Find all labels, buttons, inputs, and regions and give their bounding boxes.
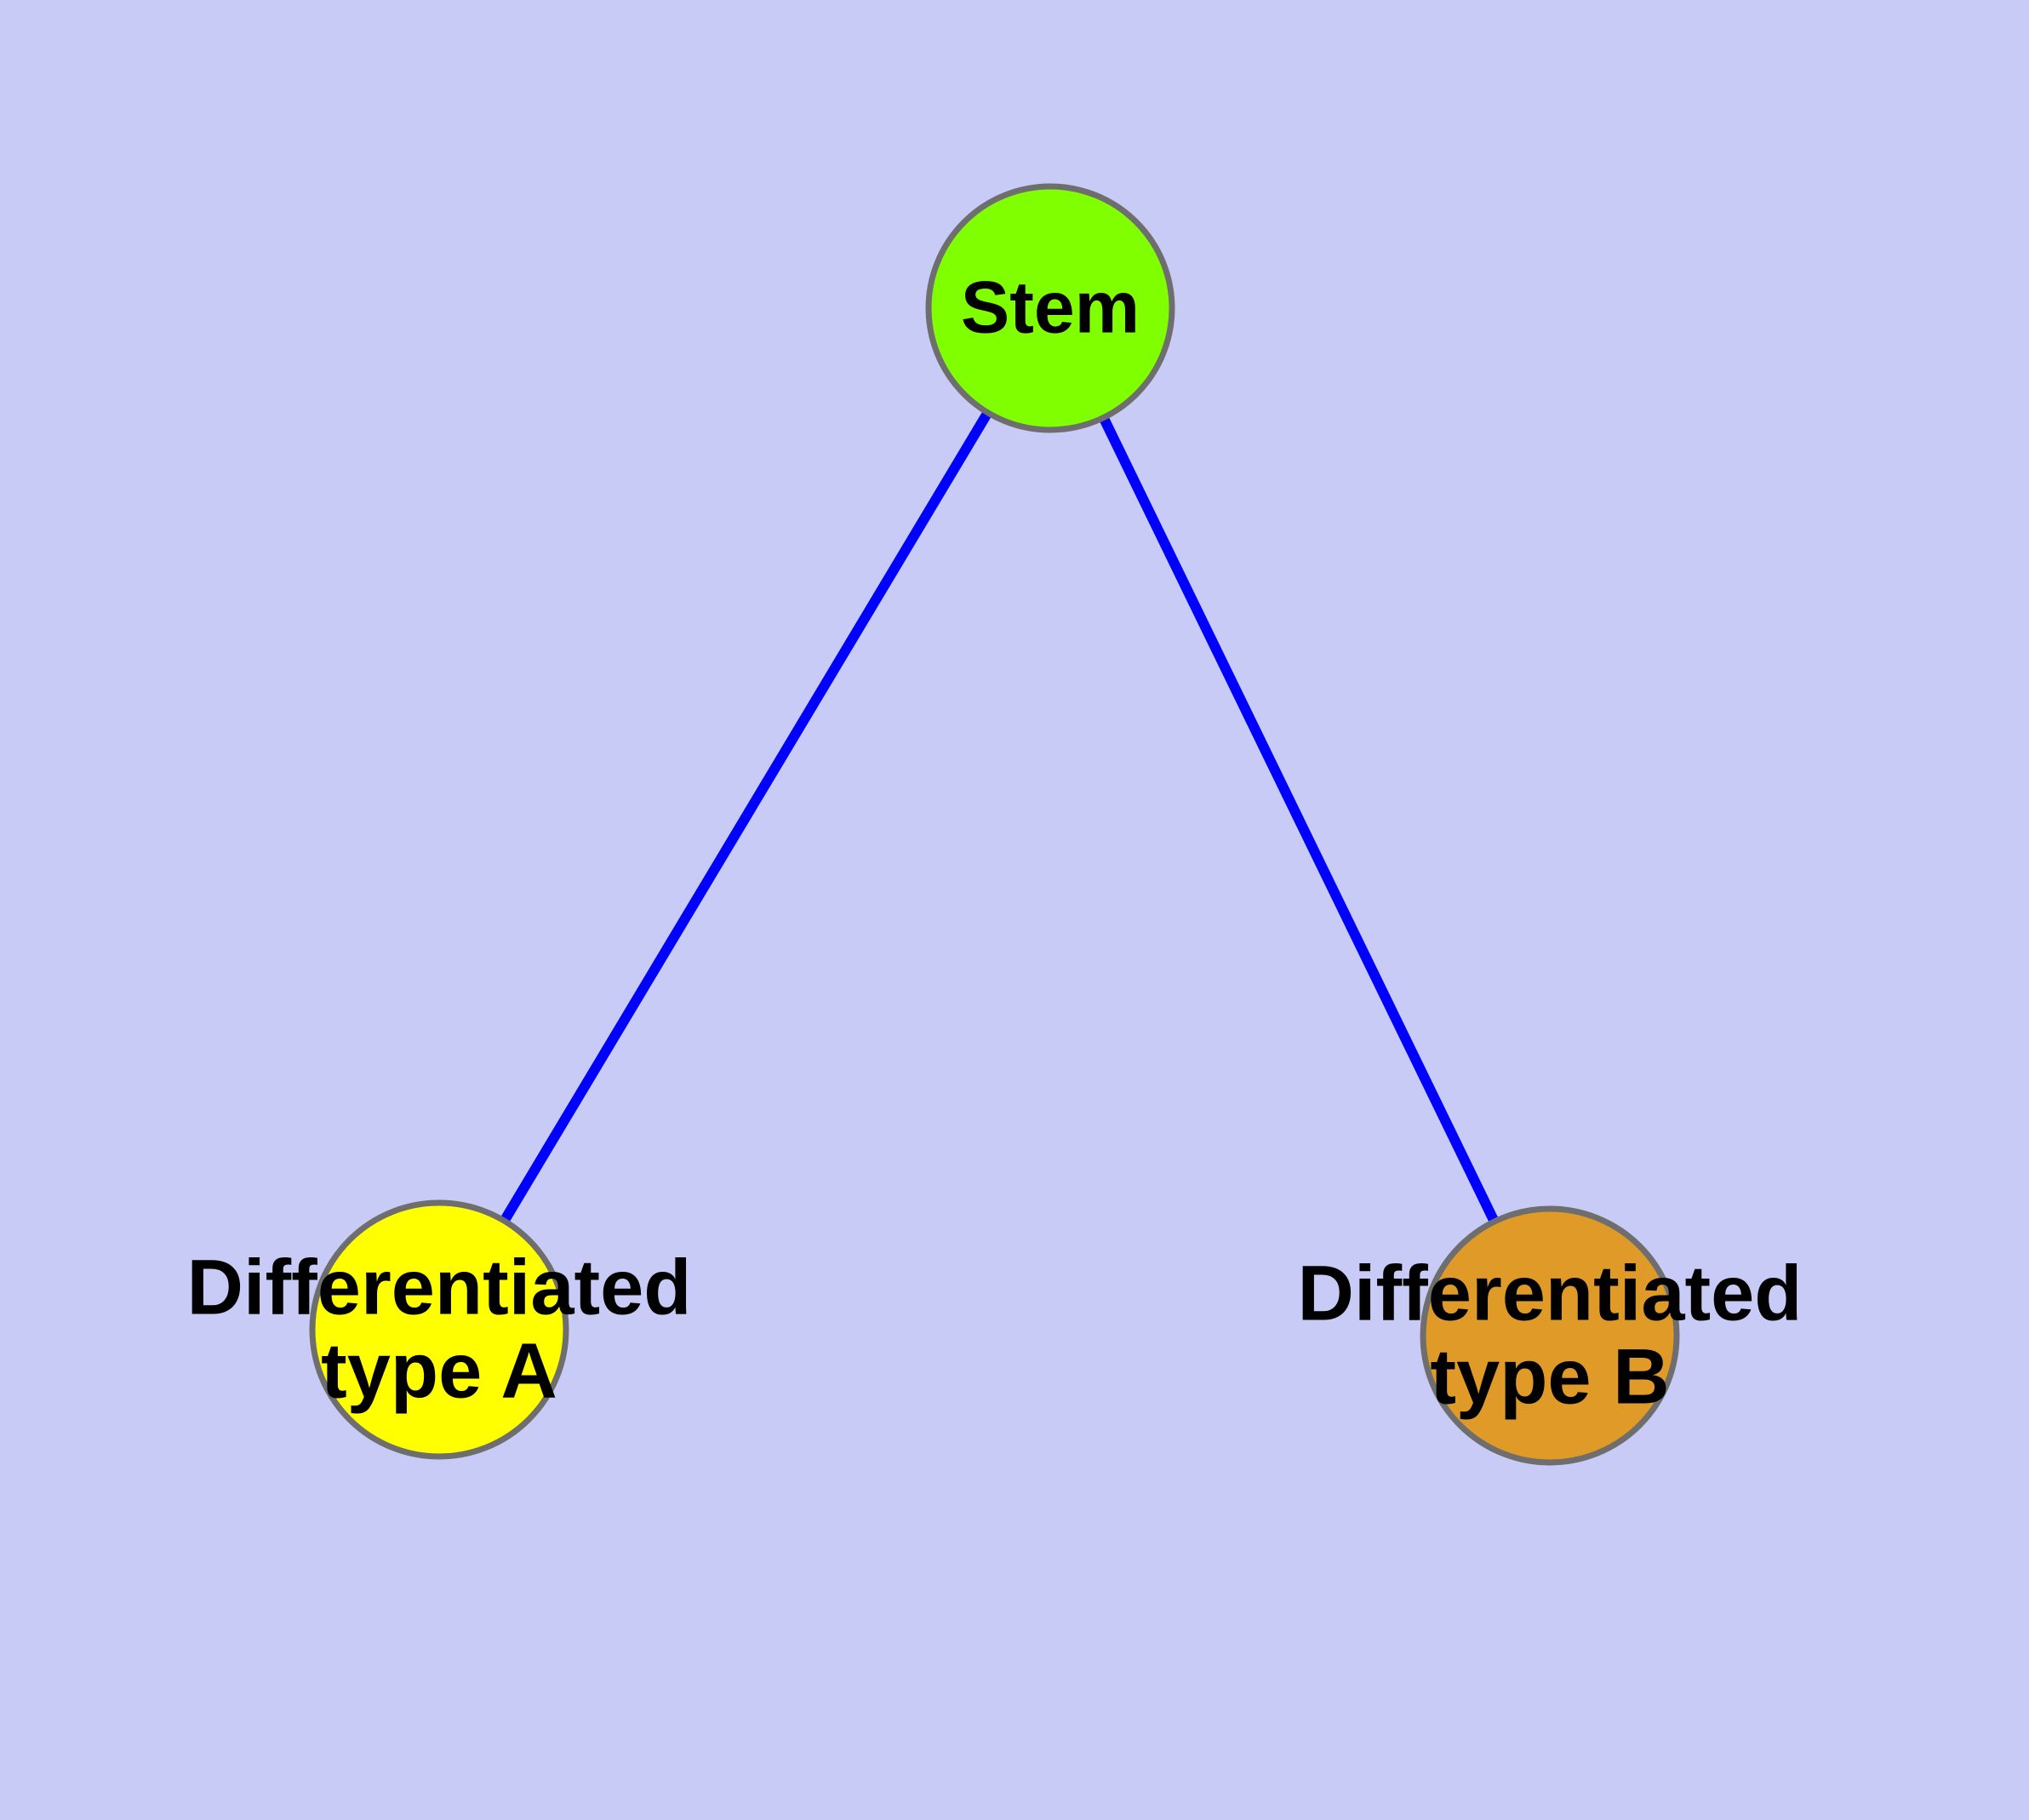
graph-edge-stem-to-diff-b [1100,416,1499,1222]
node-layer [309,183,1680,1466]
graph-node-stem[interactable] [925,183,1175,433]
graph-node-diff_a[interactable] [309,1199,569,1460]
edge-layer [500,411,1499,1222]
graph-node-diff_b[interactable] [1420,1205,1680,1466]
graph-edge-stem-to-diff-a [500,411,992,1222]
